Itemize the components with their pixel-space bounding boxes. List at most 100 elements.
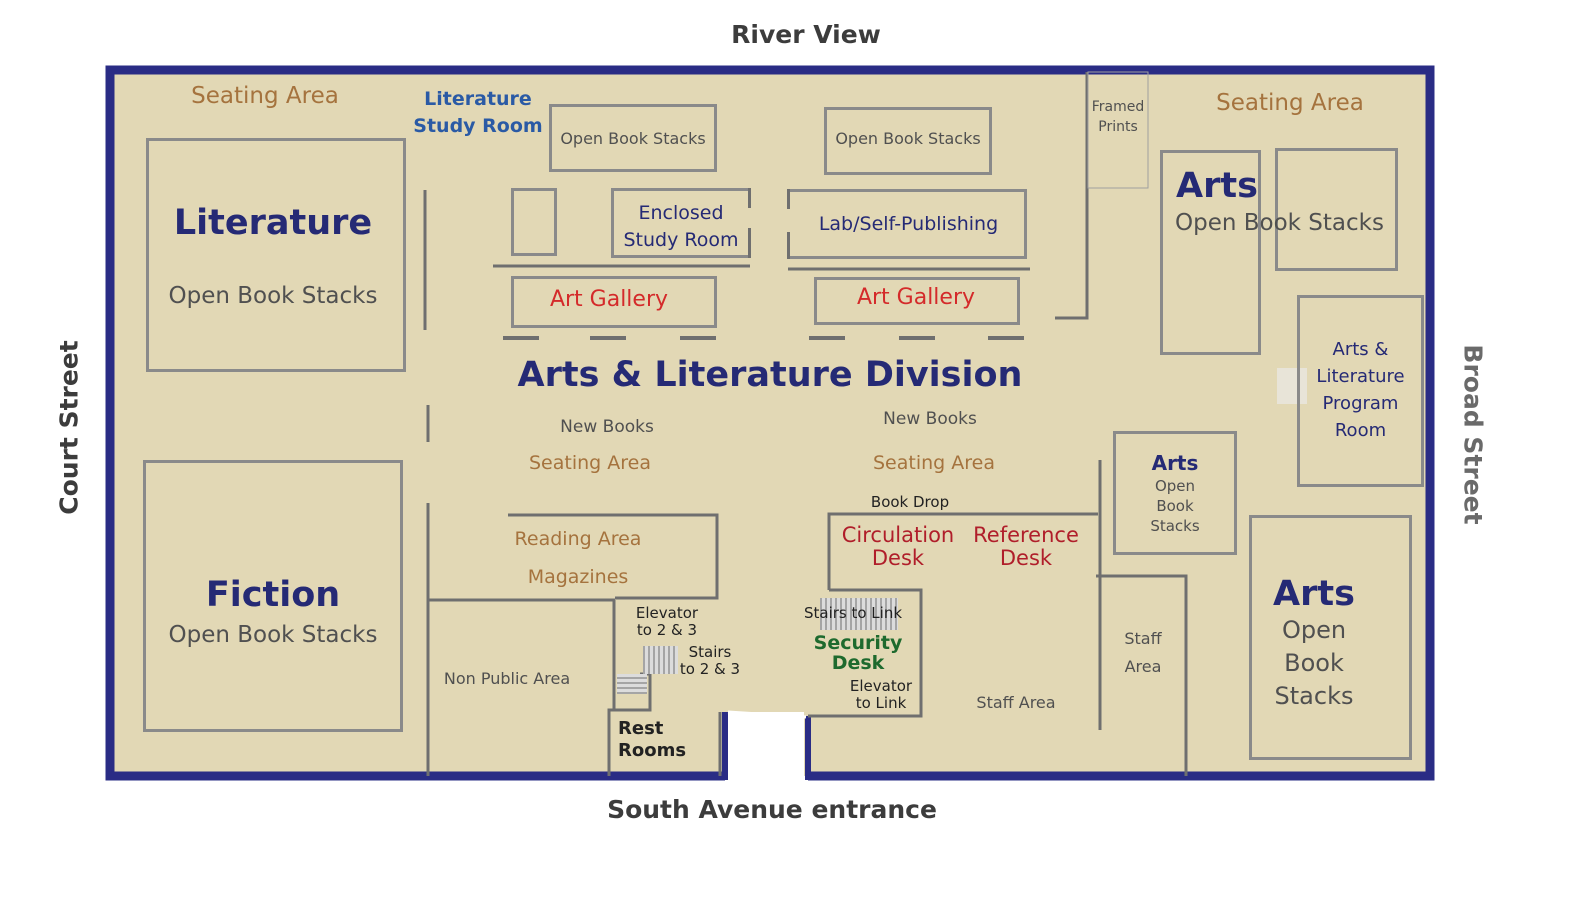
lab-box xyxy=(787,189,1027,259)
program-line-4: Room xyxy=(1334,420,1387,441)
arts-small-box xyxy=(1113,431,1237,555)
stairs-to-2-3-label: Stairs to 2 & 3 xyxy=(672,644,748,678)
enclosed-study-right-wall xyxy=(748,188,751,208)
framed-line-2: Prints xyxy=(1098,119,1138,135)
arts-se-label: Arts Open Book Stacks xyxy=(1249,574,1379,713)
floor-area xyxy=(110,70,1430,776)
fiction-stacks-box xyxy=(143,460,403,732)
arts-se-title: Arts xyxy=(1273,574,1355,614)
open-stacks-label-2: Open Book Stacks xyxy=(835,129,981,148)
wall-reading-area xyxy=(508,513,719,600)
gallery-box-2 xyxy=(814,277,1020,325)
program-room-label: Arts & Literature Program Room xyxy=(1297,336,1424,444)
rest-line-2: Rooms xyxy=(618,740,687,761)
magazines-label: Magazines xyxy=(527,566,629,588)
enclosed-line-1: Enclosed xyxy=(638,202,724,224)
enclosed-study-right-wall xyxy=(748,228,751,258)
stairs-landing xyxy=(617,674,647,694)
bench xyxy=(809,336,845,340)
bench xyxy=(503,336,539,340)
framed-prints-room xyxy=(1087,71,1149,189)
literature-subtitle: Open Book Stacks xyxy=(168,283,378,309)
circulation-desk-label: Circulation Desk xyxy=(831,524,965,570)
arts-small-line-1: Open xyxy=(1154,477,1196,495)
wall-staff-room xyxy=(1096,574,1188,776)
program-room-box xyxy=(1297,295,1424,487)
program-line-1: Arts & xyxy=(1332,339,1389,360)
rest-line-1: Rest xyxy=(618,718,664,739)
outer-wall xyxy=(105,65,1435,781)
wall-circ xyxy=(827,512,1098,590)
door-swing xyxy=(727,710,807,719)
reading-area-label: Reading Area xyxy=(514,528,642,550)
new-books-label-1: New Books xyxy=(560,417,654,437)
enclosed-study-label: Enclosed Study Room xyxy=(611,200,751,254)
division-title: Arts & Literature Division xyxy=(517,355,1023,395)
literature-study-room-label: Literature Study Room xyxy=(403,86,553,140)
book-drop-label: Book Drop xyxy=(870,493,950,511)
art-gallery-label-2: Art Gallery xyxy=(856,285,976,310)
elevator-to-2-3-label: Elevator to 2 & 3 xyxy=(622,605,712,639)
enclosed-study-box xyxy=(611,188,751,258)
seating-area-center-1: Seating Area xyxy=(529,452,651,474)
security-line-2: Desk xyxy=(831,652,885,674)
stairs23-line-2: to 2 & 3 xyxy=(679,660,741,678)
arts-ne-title: Arts xyxy=(1176,166,1258,206)
wall-security xyxy=(808,588,923,718)
seating-area-ne: Seating Area xyxy=(1216,90,1364,116)
reference-desk-label: Reference Desk xyxy=(966,524,1086,570)
literature-stacks-box xyxy=(146,138,406,372)
south-street-label: South Avenue entrance xyxy=(607,795,937,824)
elevlink-line-2: to Link xyxy=(855,694,907,712)
arts-ne-subtitle: Open Book Stacks xyxy=(1175,210,1384,236)
bench xyxy=(590,336,626,340)
lab-left-wall xyxy=(787,232,790,259)
art-gallery-label-1: Art Gallery xyxy=(549,287,669,312)
elevator-to-link-label: Elevator to Link xyxy=(838,678,924,712)
arts-small-title: Arts xyxy=(1151,451,1199,475)
bench xyxy=(899,336,935,340)
lab-left-wall xyxy=(787,189,790,209)
seating-area-nw: Seating Area xyxy=(191,83,339,109)
elev23-line-2: to 2 & 3 xyxy=(636,621,698,639)
framed-prints-label: Framed Prints xyxy=(1086,97,1150,137)
framed-line-1: Framed xyxy=(1091,99,1145,115)
circ-line-2: Desk xyxy=(871,546,925,570)
security-line-1: Security xyxy=(813,632,903,654)
enclosed-line-2: Study Room xyxy=(623,229,739,251)
arts-small-label: Arts Open Book Stacks xyxy=(1113,450,1237,536)
open-stacks-box-2 xyxy=(824,107,992,175)
rest-rooms-label: Rest Rooms xyxy=(618,718,686,762)
bench xyxy=(680,336,716,340)
wall-framed xyxy=(1055,72,1089,320)
circ-line-1: Circulation xyxy=(841,523,955,547)
program-line-2: Literature xyxy=(1316,366,1405,387)
arts-se-box xyxy=(1249,515,1412,760)
stairs23-line-1: Stairs xyxy=(688,643,732,661)
security-desk-label: Security Desk xyxy=(806,633,910,673)
stairs-to-2-3 xyxy=(643,646,678,674)
entrance-gap xyxy=(728,712,804,782)
fiction-title: Fiction xyxy=(205,575,341,615)
arts-ne-box-1 xyxy=(1160,150,1261,355)
open-stacks-label-1: Open Book Stacks xyxy=(560,129,706,148)
ref-line-1: Reference xyxy=(973,523,1079,547)
elevlink-line-1: Elevator xyxy=(849,677,913,695)
non-public-area-label: Non Public Area xyxy=(443,669,571,688)
north-street-label: River View xyxy=(731,20,881,49)
open-stacks-box-1 xyxy=(549,104,717,172)
staff-line-1: Staff xyxy=(1124,629,1162,648)
arts-se-line-1: Open xyxy=(1281,616,1347,644)
literature-study-line-1: Literature xyxy=(424,88,532,110)
staff-line-2: Area xyxy=(1124,657,1162,676)
literature-study-line-2: Study Room xyxy=(413,115,543,137)
small-room-box xyxy=(511,188,557,256)
seating-area-center-2: Seating Area xyxy=(873,452,995,474)
fiction-subtitle: Open Book Stacks xyxy=(168,622,378,648)
elev23-line-1: Elevator xyxy=(635,604,699,622)
program-room-door xyxy=(1277,368,1307,404)
lab-label: Lab/Self-Publishing xyxy=(818,213,999,235)
arts-se-line-3: Stacks xyxy=(1274,682,1354,710)
program-line-3: Program xyxy=(1322,393,1399,414)
arts-ne-box-2 xyxy=(1275,148,1398,271)
